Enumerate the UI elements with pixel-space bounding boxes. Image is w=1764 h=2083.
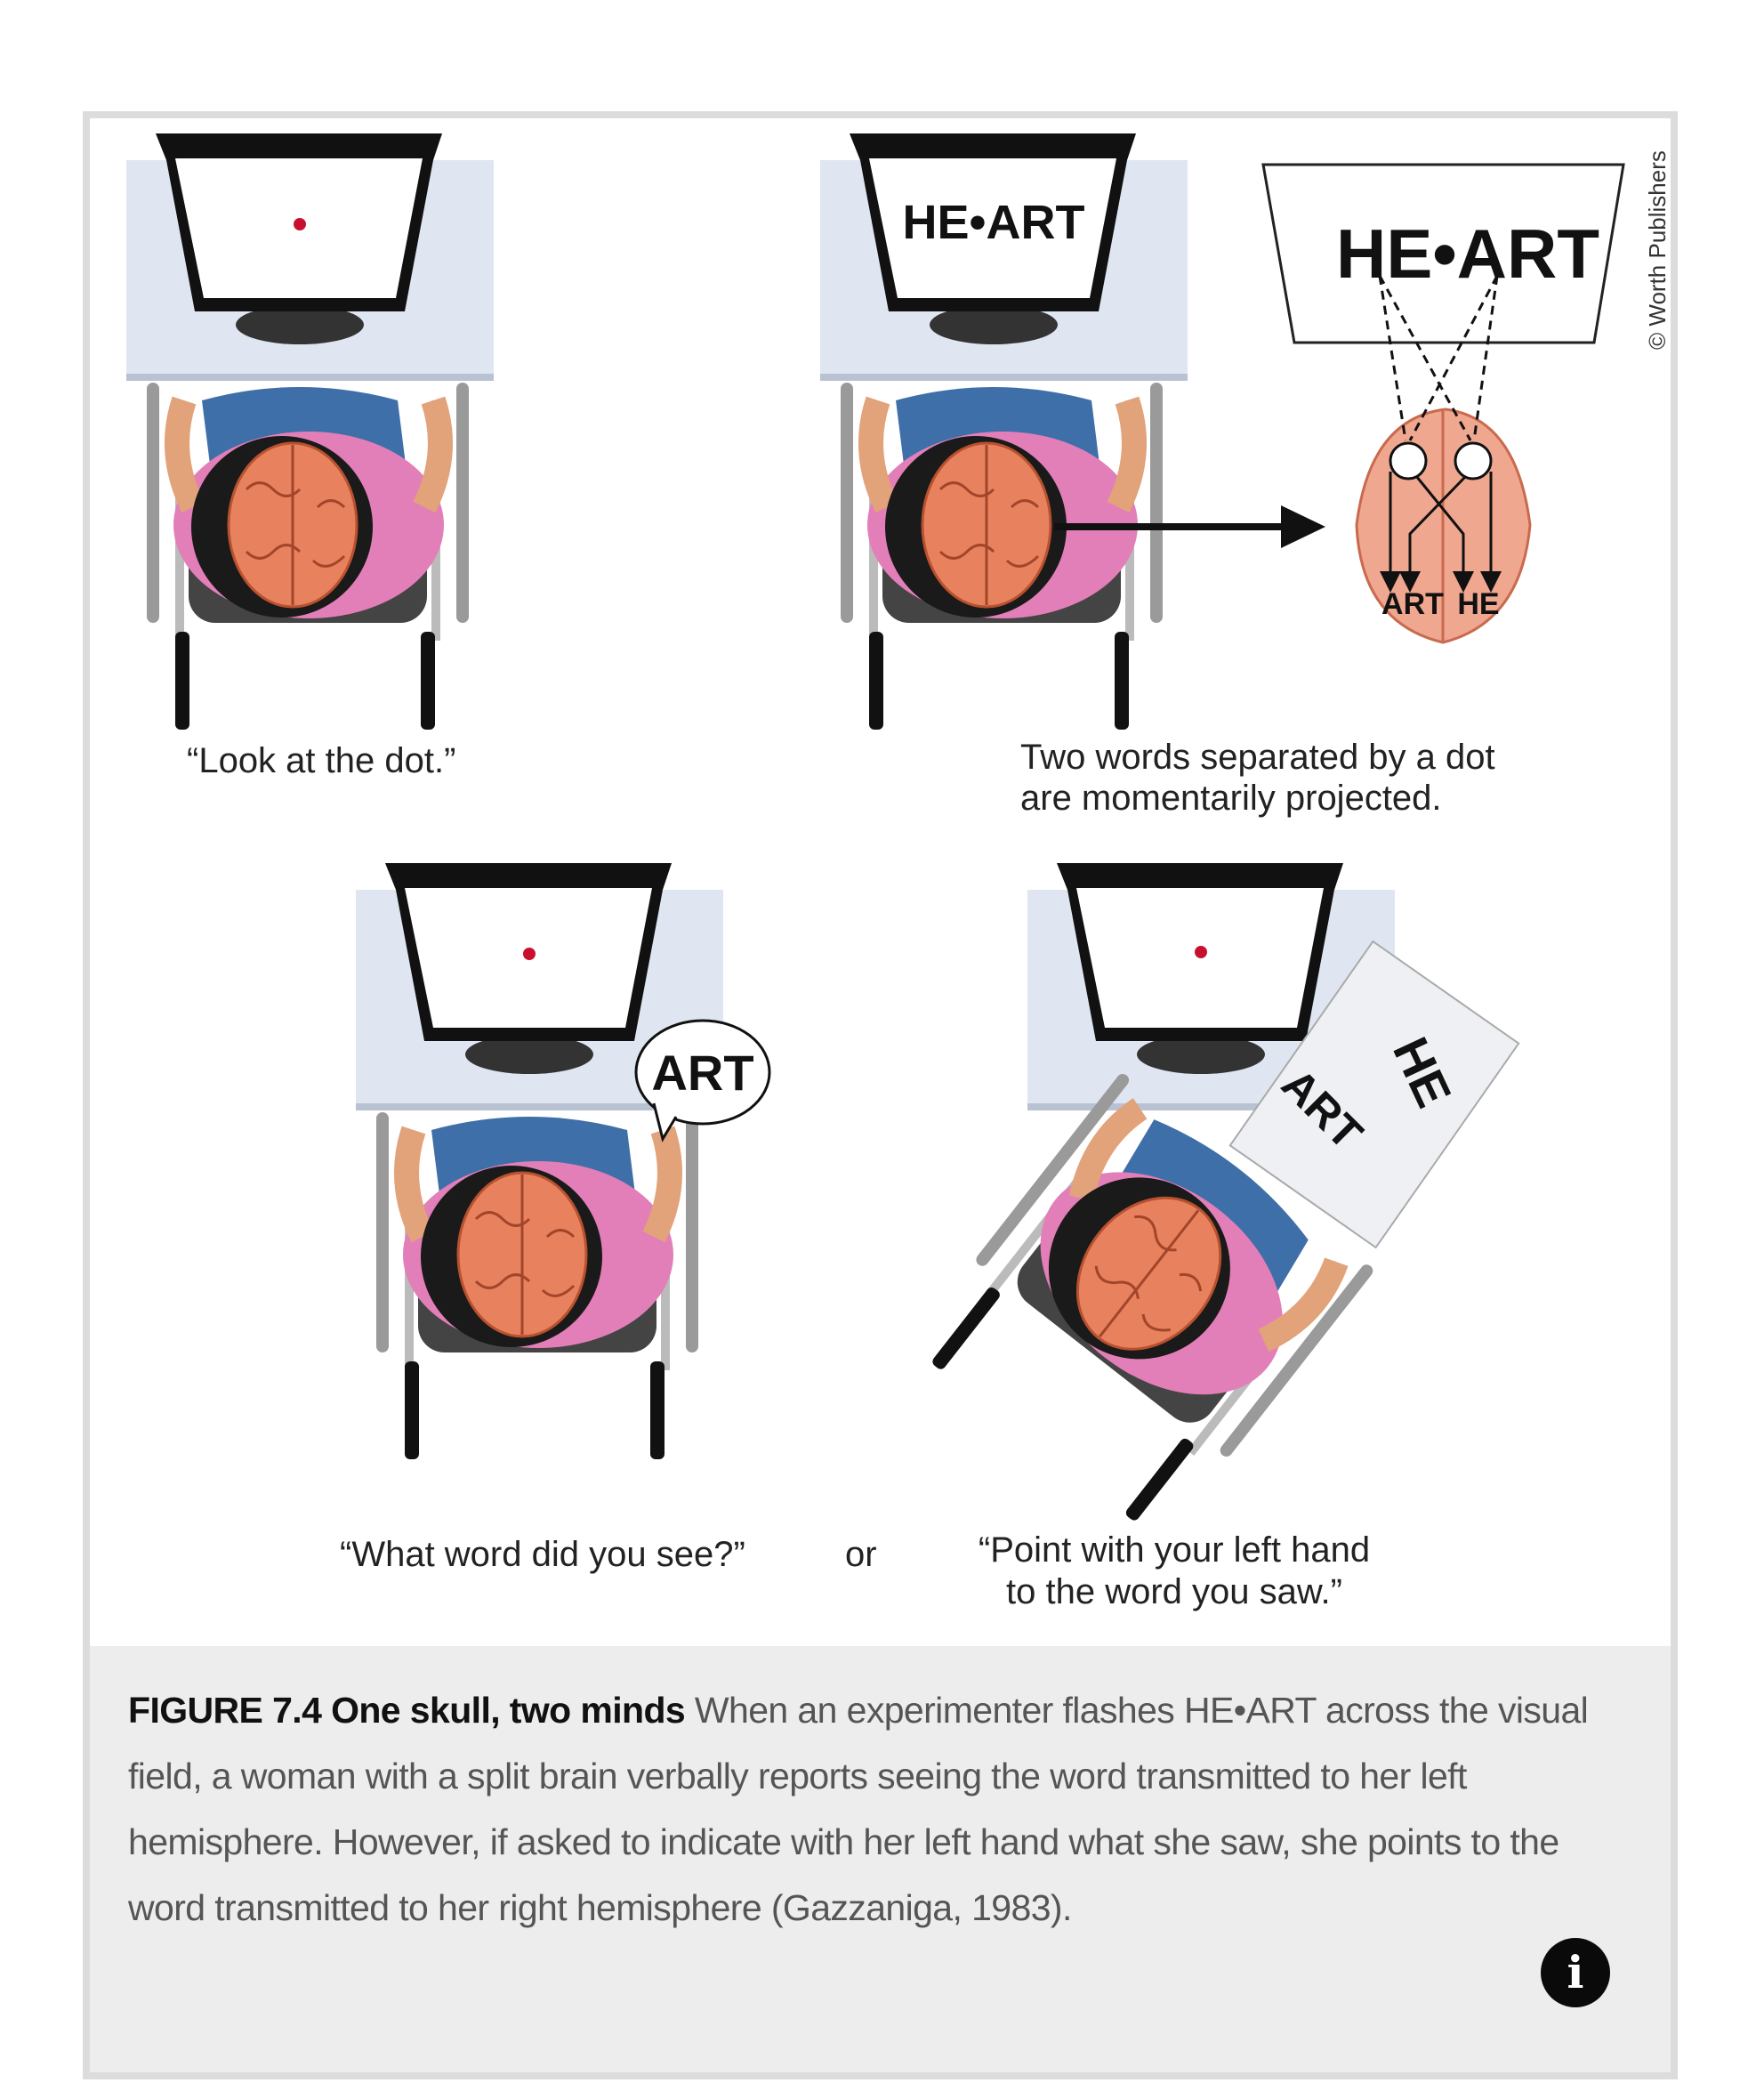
panel-verbal-report xyxy=(356,863,723,1459)
diagram-screen-word: HE•ART xyxy=(1336,214,1599,293)
speech-bubble: ART xyxy=(634,1019,771,1142)
speech-word: ART xyxy=(651,1045,753,1101)
panel4-caption-line1: “Point with your left hand xyxy=(979,1530,1370,1570)
arrow-icon xyxy=(1281,505,1325,548)
panel-words-projected: HE•ART xyxy=(820,133,1188,730)
panel3-caption: “What word did you see?” xyxy=(340,1535,745,1574)
panel-look-at-dot xyxy=(126,133,494,730)
fixation-dot xyxy=(523,948,536,960)
panel1-caption: “Look at the dot.” xyxy=(187,741,455,780)
or-connector: or xyxy=(845,1535,877,1574)
figure-label: FIGURE 7.4 One skull, two minds xyxy=(128,1690,686,1731)
info-icon: i xyxy=(1567,1946,1584,1998)
fixation-dot xyxy=(1195,946,1207,958)
right-hemisphere-label: HE xyxy=(1457,587,1499,621)
panel-point-left-hand: HE ART xyxy=(908,863,1520,1543)
screen-word: HE•ART xyxy=(903,196,1085,249)
projection-screen xyxy=(1261,163,1625,344)
caption-area xyxy=(90,1646,1671,2072)
hemisphere-diagram: HE•ART ART HE xyxy=(1261,163,1625,644)
copyright-notice: © Worth Publishers xyxy=(1644,150,1671,350)
panel4-caption-line2: to the word you saw.” xyxy=(1006,1572,1342,1611)
left-hemisphere-label: ART xyxy=(1381,587,1444,621)
info-button[interactable]: i xyxy=(1541,1938,1610,2007)
caption-text: When an experimenter flashes HE•ART acro… xyxy=(128,1690,1589,1928)
word-card: HE ART xyxy=(1228,940,1520,1249)
fixation-dot xyxy=(294,218,306,230)
panel2-caption-line1: Two words separated by a dot xyxy=(1020,738,1495,777)
panel2-caption-line2: are momentarily projected. xyxy=(1020,779,1442,818)
figure-caption: FIGURE 7.4 One skull, two minds When an … xyxy=(128,1677,1596,1941)
